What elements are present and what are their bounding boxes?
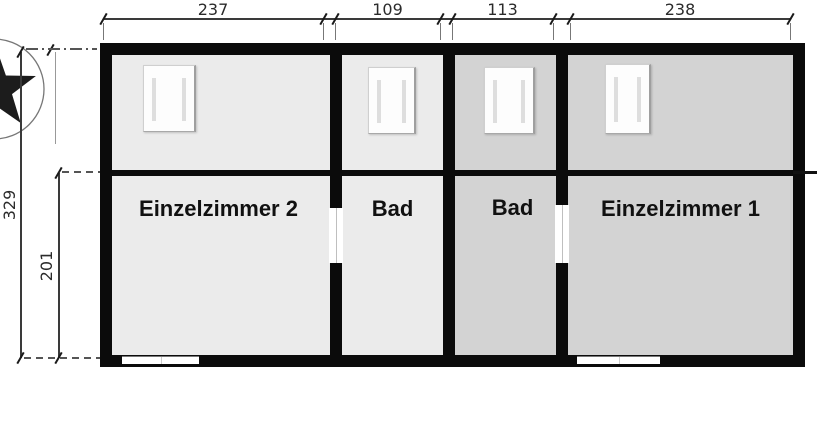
dim-extension-line xyxy=(553,23,554,40)
room-label-bad-left: Bad xyxy=(371,196,414,221)
top-dimension-value-2: 109 xyxy=(372,0,403,19)
dim-extension-line xyxy=(335,23,336,40)
wall-right xyxy=(793,43,805,367)
room-label-einzelzimmer-2: Einzelzimmer 2 xyxy=(139,196,298,221)
dim-extension-line xyxy=(323,23,324,40)
window-opening-ez1 xyxy=(577,356,660,364)
top-dimension-value-4: 238 xyxy=(664,0,696,19)
dim-extension-line xyxy=(103,23,104,40)
room-label-bad-right: Bad xyxy=(491,195,534,220)
dim-extension-dash xyxy=(24,357,100,359)
door-leaf-bad-right xyxy=(484,67,535,134)
wall-between-ez2-bad xyxy=(330,55,342,355)
door-opening-bad-ez1 xyxy=(555,205,569,263)
top-dimension-value-3: 113 xyxy=(487,0,518,19)
wall-top xyxy=(100,43,805,55)
dim-extension-dash xyxy=(62,171,100,173)
dim-extension-line xyxy=(790,23,791,40)
left-dimension-value-329: 329 xyxy=(0,189,19,221)
top-dimension-value-1: 237 xyxy=(197,0,229,19)
wall-left xyxy=(100,43,112,367)
top-dimension-line xyxy=(103,18,790,20)
compass-axis-line xyxy=(55,52,56,144)
left-dimension-value-201: 201 xyxy=(37,250,56,282)
dim-extension-line xyxy=(452,23,453,40)
door-leaf-ez1 xyxy=(605,64,651,134)
left-dimension-line-329 xyxy=(20,52,22,358)
wall-between-bad-bad xyxy=(443,55,455,355)
wall-bottom xyxy=(100,355,805,367)
dim-extension-dashdot xyxy=(26,48,97,50)
door-leaf-bad-left xyxy=(368,67,416,134)
door-leaf-ez2 xyxy=(143,65,196,132)
window-opening-ez2 xyxy=(122,356,199,364)
dim-extension-line xyxy=(570,23,571,40)
room-label-einzelzimmer-1: Einzelzimmer 1 xyxy=(601,196,760,221)
wall-interior-horizontal-extension xyxy=(793,171,817,174)
north-compass-icon xyxy=(0,38,45,140)
door-opening-ez2-bad xyxy=(329,208,343,263)
left-dimension-line-201 xyxy=(58,173,60,358)
dim-extension-line xyxy=(440,23,441,40)
